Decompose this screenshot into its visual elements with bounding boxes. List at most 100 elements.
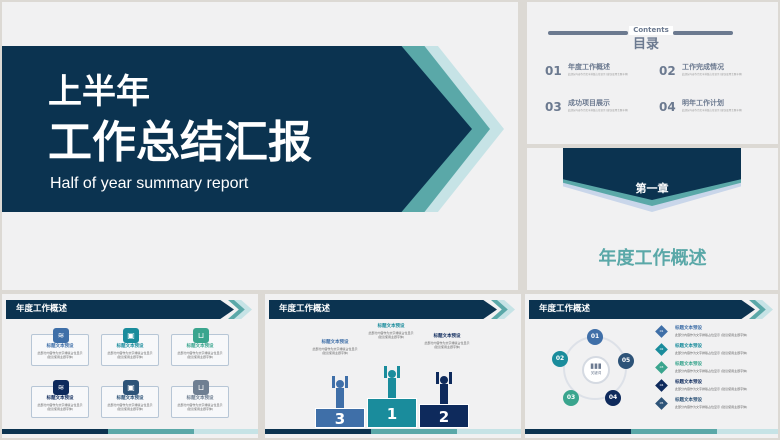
card-title: 标题文本预设 xyxy=(46,344,74,349)
feature-card[interactable]: ⊔ 标题文本预设 此部分内容作为文字排版占位显示 (建议使用主题字体) xyxy=(171,328,229,366)
card-title: 标题文本预设 xyxy=(46,396,74,401)
podium-desc: 此部分内容作为文字排版占位显示 (建议使用主题字体) xyxy=(368,331,414,339)
item-number: 02 xyxy=(659,347,664,351)
cycle-node[interactable]: 05 xyxy=(618,353,634,369)
divider-left xyxy=(548,31,628,35)
card-title: 标题文本预设 xyxy=(186,396,214,401)
card-title: 标题文本预设 xyxy=(186,344,214,349)
item-number: 01 xyxy=(659,329,664,333)
item-title: 标题文本预设 xyxy=(675,362,702,367)
footer-bar-navy xyxy=(265,429,371,434)
slide-header: 年度工作概述 xyxy=(6,300,234,319)
card-desc: 此部分内容作为文字排版占位显示 (建议使用主题字体) xyxy=(107,403,153,411)
item-title: 标题文本预设 xyxy=(675,398,702,403)
title-line-2: 工作总结汇报 xyxy=(48,117,312,168)
item-desc: 此部分内容作为文字排版占位显示 (建议使用主题字体) xyxy=(675,405,748,409)
slide-1-title[interactable]: 上半年 工作总结汇报 Half of year summary report xyxy=(2,2,518,290)
footer-bar-teal xyxy=(108,429,194,434)
footer-bar-light xyxy=(717,429,778,434)
toc-desc: 此部分内容作为文字排版占位显示 (建议使用主题字体) xyxy=(682,109,743,112)
feature-card[interactable]: ≋ 标题文本预设 此部分内容作为文字排版占位显示 (建议使用主题字体) xyxy=(31,328,89,366)
card-title: 标题文本预设 xyxy=(116,396,144,401)
toc-number: 03 xyxy=(545,100,562,114)
footer-bar-light xyxy=(457,429,521,434)
slide-4-cards[interactable]: 年度工作概述 ≋ 标题文本预设 此部分内容作为文字排版占位显示 (建议使用主题字… xyxy=(2,294,258,438)
center-keyword: 关键词 xyxy=(590,371,602,375)
person-icon xyxy=(384,366,400,398)
card-desc: 此部分内容作为文字排版占位显示 (建议使用主题字体) xyxy=(177,403,223,411)
footer-bar-teal xyxy=(371,429,457,434)
slide-6-cycle[interactable]: 年度工作概述 ▮▮▮ 关键词 01 02 03 04 05 01 标题文本预设 此部分内… xyxy=(525,294,778,438)
podium-title: 标题文本预设 xyxy=(321,340,349,345)
contents-title: 目录 xyxy=(633,37,660,52)
slide-header: 年度工作概述 xyxy=(269,300,497,319)
toc-desc: 此部分内容作为文字排版占位显示 (建议使用主题字体) xyxy=(682,73,743,76)
feature-card[interactable]: ▣ 标题文本预设 此部分内容作为文字排版占位显示 (建议使用主题字体) xyxy=(101,380,159,418)
slide-header: 年度工作概述 xyxy=(529,300,755,319)
podium-title: 标题文本预设 xyxy=(433,334,461,339)
layers-icon: ≋ xyxy=(53,328,69,343)
chapter-label: 第一章 xyxy=(635,182,669,195)
footer-bar-navy xyxy=(2,429,108,434)
feature-card[interactable]: ⊔ 标题文本预设 此部分内容作为文字排版占位显示 (建议使用主题字体) xyxy=(171,380,229,418)
toc-desc: 此部分内容作为文字排版占位显示 (建议使用主题字体) xyxy=(568,73,629,76)
podium-rank: 1 xyxy=(386,405,398,423)
card-title: 标题文本预设 xyxy=(116,344,144,349)
person-icon xyxy=(332,376,348,408)
inbox-icon: ⊔ xyxy=(193,328,209,343)
toc-number: 01 xyxy=(545,64,562,78)
item-number: 05 xyxy=(659,401,664,405)
slide-5-podium[interactable]: 年度工作概述 标题文本预设 此部分内容作为文字排版占位显示 (建议使用主题字体)… xyxy=(265,294,521,438)
toc-number: 04 xyxy=(659,100,676,114)
item-desc: 此部分内容作为文字排版占位显示 (建议使用主题字体) xyxy=(675,333,748,337)
item-desc: 此部分内容作为文字排版占位显示 (建议使用主题字体) xyxy=(675,351,748,355)
feature-card[interactable]: ▣ 标题文本预设 此部分内容作为文字排版占位显示 (建议使用主题字体) xyxy=(101,328,159,366)
item-desc: 此部分内容作为文字排版占位显示 (建议使用主题字体) xyxy=(675,387,748,391)
item-title: 标题文本预设 xyxy=(675,326,702,331)
podium-block: 3 xyxy=(315,408,365,428)
toc-desc: 此部分内容作为文字排版占位显示 (建议使用主题字体) xyxy=(568,109,629,112)
card-desc: 此部分内容作为文字排版占位显示 (建议使用主题字体) xyxy=(37,403,83,411)
podium-rank: 2 xyxy=(438,408,450,426)
cycle-node[interactable]: 01 xyxy=(587,329,603,345)
toc-label: 成功项目展示 xyxy=(568,99,610,107)
cycle-node[interactable]: 03 xyxy=(563,390,579,406)
center-circle: ▮▮▮ 关键词 xyxy=(582,356,610,384)
divider-right xyxy=(673,31,733,35)
podium-desc: 此部分内容作为文字排版占位显示 (建议使用主题字体) xyxy=(312,347,358,355)
podium-rank: 3 xyxy=(334,410,346,428)
chart-icon: ▮▮▮ xyxy=(590,362,602,370)
footer-bar-teal xyxy=(631,429,717,434)
subtitle: Half of year summary report xyxy=(50,175,249,192)
toc-number: 02 xyxy=(659,64,676,78)
footer-bar-light xyxy=(194,429,258,434)
layers-icon: ≋ xyxy=(53,380,69,395)
chat-icon: ▣ xyxy=(123,380,139,395)
item-title: 标题文本预设 xyxy=(675,380,702,385)
card-desc: 此部分内容作为文字排版占位显示 (建议使用主题字体) xyxy=(37,351,83,359)
podium-title: 标题文本预设 xyxy=(377,324,405,329)
title-line-1: 上半年 xyxy=(48,72,150,112)
item-desc: 此部分内容作为文字排版占位显示 (建议使用主题字体) xyxy=(675,369,748,373)
chat-icon: ▣ xyxy=(123,328,139,343)
podium-block: 1 xyxy=(367,398,417,428)
item-title: 标题文本预设 xyxy=(675,344,702,349)
footer-bar-navy xyxy=(525,429,631,434)
cycle-node[interactable]: 02 xyxy=(552,351,568,367)
toc-label: 明年工作计划 xyxy=(682,99,724,107)
toc-label: 年度工作概述 xyxy=(568,63,610,71)
contents-badge: Contents xyxy=(629,26,673,35)
card-desc: 此部分内容作为文字排版占位显示 (建议使用主题字体) xyxy=(107,351,153,359)
feature-card[interactable]: ≋ 标题文本预设 此部分内容作为文字排版占位显示 (建议使用主题字体) xyxy=(31,380,89,418)
inbox-icon: ⊔ xyxy=(193,380,209,395)
podium-block: 2 xyxy=(419,404,469,428)
podium-desc: 此部分内容作为文字排版占位显示 (建议使用主题字体) xyxy=(424,341,470,349)
slide-2-contents[interactable]: Contents 目录 01 年度工作概述 此部分内容作为文字排版占位显示 (建… xyxy=(527,2,778,144)
toc-label: 工作完成情况 xyxy=(682,63,724,71)
chapter-title: 年度工作概述 xyxy=(598,248,707,269)
slide-3-chapter[interactable]: 第一章 年度工作概述 xyxy=(527,148,778,290)
item-number: 04 xyxy=(659,383,664,387)
cycle-node[interactable]: 04 xyxy=(605,390,621,406)
navy-banner xyxy=(2,46,472,212)
person-icon xyxy=(436,372,452,404)
